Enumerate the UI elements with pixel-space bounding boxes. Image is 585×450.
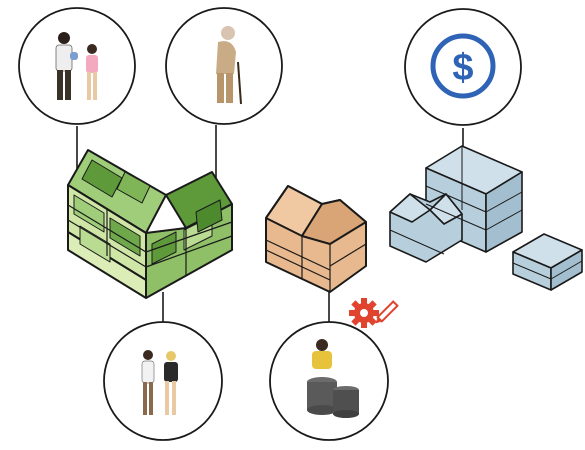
tan-building <box>265 185 367 293</box>
gear-and-pencil-icon <box>349 298 399 328</box>
elderly-person-with-cane-icon <box>216 26 242 105</box>
dollar-symbol: $ <box>452 47 473 89</box>
couple-circle <box>103 321 223 441</box>
dollar-sign-icon: $ <box>430 33 496 99</box>
green-building <box>67 149 233 299</box>
blue-building <box>389 145 583 291</box>
family-figures-icon <box>55 32 98 100</box>
couple-figures-icon <box>141 350 178 415</box>
worker-with-barrels-icon <box>307 339 359 418</box>
family-circle <box>18 7 136 125</box>
